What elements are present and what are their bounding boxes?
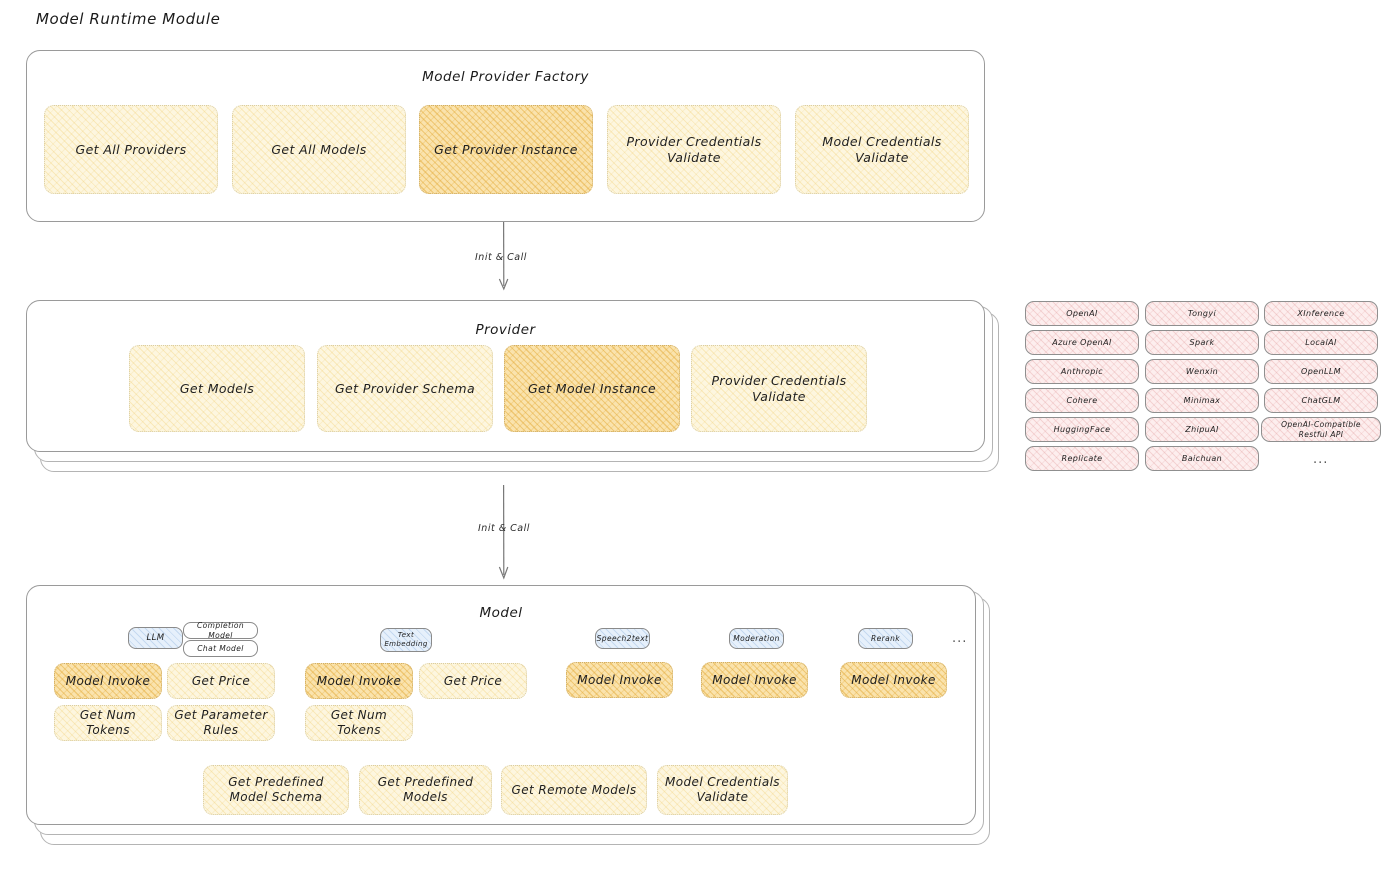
edge-provider-to-model — [498, 484, 509, 580]
provider-title: Provider — [475, 322, 536, 338]
provider-chip-openai-compatible-restful-api[interactable]: OpenAI-Compatible Restful API — [1261, 417, 1381, 442]
provider-chip-azure-openai[interactable]: Azure OpenAI — [1025, 330, 1139, 355]
llm-op-get-num-tokens[interactable]: Get Num Tokens — [54, 705, 162, 741]
model-title: Model — [479, 605, 523, 621]
model-type-tag-llm[interactable]: LLM — [128, 627, 183, 649]
factory-node-get-all-providers[interactable]: Get All Providers — [44, 105, 218, 194]
provider-chip-huggingface[interactable]: HuggingFace — [1025, 417, 1139, 442]
llm-op-get-price[interactable]: Get Price — [167, 663, 275, 699]
llm-op-get-parameter-rules[interactable]: Get Parameter Rules — [167, 705, 275, 741]
provider-chip-spark[interactable]: Spark — [1145, 330, 1259, 355]
factory-node-get-provider-instance[interactable]: Get Provider Instance — [419, 105, 593, 194]
edge-label-init-and-call-1: Init & Call — [475, 252, 527, 263]
text-embedding-op-get-num-tokens[interactable]: Get Num Tokens — [305, 705, 413, 741]
factory-node-model-credentials-validate[interactable]: Model Credentials Validate — [795, 105, 969, 194]
provider-chip-openllm[interactable]: OpenLLM — [1264, 359, 1378, 384]
provider-chip-tongyi[interactable]: Tongyi — [1145, 301, 1259, 326]
factory-node-provider-credentials-validate[interactable]: Provider Credentials Validate — [607, 105, 781, 194]
provider-chip-replicate[interactable]: Replicate — [1025, 446, 1139, 471]
provider-chip-zhipuai[interactable]: ZhipuAI — [1145, 417, 1259, 442]
provider-chip-anthropic[interactable]: Anthropic — [1025, 359, 1139, 384]
model-type-tag-speech2text[interactable]: Speech2text — [595, 628, 650, 649]
provider-node-provider-credentials-validate[interactable]: Provider Credentials Validate — [691, 345, 867, 432]
speech2text-op-model-invoke[interactable]: Model Invoke — [566, 662, 673, 698]
llm-op-model-invoke[interactable]: Model Invoke — [54, 663, 162, 699]
page-title: Model Runtime Module — [36, 10, 221, 28]
provider-chip-localai[interactable]: LocalAI — [1264, 330, 1378, 355]
edge-factory-to-provider — [498, 221, 509, 291]
text-embedding-op-model-invoke[interactable]: Model Invoke — [305, 663, 413, 699]
model-common-op-get-remote-models[interactable]: Get Remote Models — [501, 765, 647, 815]
provider-node-get-model-instance[interactable]: Get Model Instance — [504, 345, 680, 432]
model-common-op-get-predefined-model-schema[interactable]: Get Predefined Model Schema — [203, 765, 349, 815]
model-subtag-completion-model[interactable]: Completion Model — [183, 621, 258, 640]
model-type-tag-moderation[interactable]: Moderation — [729, 628, 784, 649]
provider-list-ellipsis: ... — [1313, 452, 1329, 467]
provider-chip-minimax[interactable]: Minimax — [1145, 388, 1259, 413]
moderation-op-model-invoke[interactable]: Model Invoke — [701, 662, 808, 698]
factory-node-get-all-models[interactable]: Get All Models — [232, 105, 406, 194]
provider-chip-xinference[interactable]: XInference — [1264, 301, 1378, 326]
provider-chip-baichuan[interactable]: Baichuan — [1145, 446, 1259, 471]
provider-node-get-provider-schema[interactable]: Get Provider Schema — [317, 345, 493, 432]
rerank-op-model-invoke[interactable]: Model Invoke — [840, 662, 947, 698]
model-type-tag-rerank[interactable]: Rerank — [858, 628, 913, 649]
provider-chip-cohere[interactable]: Cohere — [1025, 388, 1139, 413]
model-common-op-get-predefined-models[interactable]: Get Predefined Models — [359, 765, 492, 815]
provider-node-get-models[interactable]: Get Models — [129, 345, 305, 432]
model-common-op-model-credentials-validate[interactable]: Model Credentials Validate — [657, 765, 788, 815]
model-subtag-chat-model[interactable]: Chat Model — [183, 640, 258, 657]
edge-label-init-and-call-2: Init & Call — [478, 523, 530, 534]
provider-chip-chatglm[interactable]: ChatGLM — [1264, 388, 1378, 413]
provider-chip-wenxin[interactable]: Wenxin — [1145, 359, 1259, 384]
model-provider-factory-title: Model Provider Factory — [422, 69, 589, 85]
model-type-tag-text-embedding[interactable]: Text Embedding — [380, 628, 432, 652]
model-types-ellipsis: ... — [952, 631, 968, 646]
text-embedding-op-get-price[interactable]: Get Price — [419, 663, 527, 699]
provider-chip-openai[interactable]: OpenAI — [1025, 301, 1139, 326]
